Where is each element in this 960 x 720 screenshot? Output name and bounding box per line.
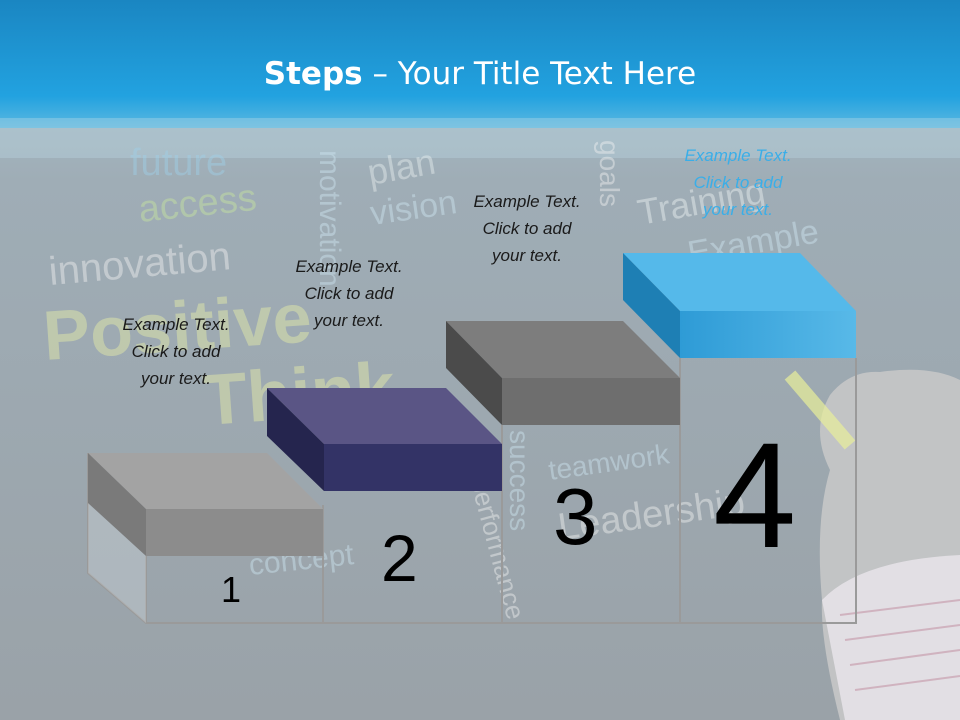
step-3-caption-line1: Example Text. [473, 192, 581, 211]
step-2-caption-line1: Example Text. [295, 257, 403, 276]
bg-word-success: success [504, 430, 535, 531]
step-4-caption[interactable]: Example Text. Click to add your text. [653, 142, 823, 223]
bg-word-motivation: motivation [313, 150, 346, 287]
step-4-number: 4 [713, 411, 797, 579]
step-4-block[interactable] [623, 253, 856, 358]
step-2-block[interactable] [267, 388, 502, 491]
title-rest: – Your Title Text Here [362, 56, 697, 92]
bg-word-goals: goals [594, 140, 625, 207]
step-1-caption[interactable]: Example Text. Click to add your text. [91, 311, 261, 392]
bg-word-future: future [130, 142, 227, 184]
bg-word-positive: Positive [41, 278, 314, 375]
step-1-number: 1 [221, 569, 242, 610]
step-1-caption-line1: Example Text. [122, 315, 230, 334]
step-3-caption-line2: Click to add [482, 219, 572, 238]
step-2-caption-line3: your text. [314, 311, 384, 330]
step-1-caption-line2: Click to add [131, 342, 221, 361]
step-1-caption-line3: your text. [141, 369, 211, 388]
step-4-caption-line3: your text. [703, 200, 773, 219]
step-2-number: 2 [381, 521, 418, 595]
title-bold: Steps [263, 56, 363, 92]
step-3-number: 3 [553, 472, 598, 561]
step-4-caption-line1: Example Text. [684, 146, 792, 165]
step-2-caption-line2: Click to add [304, 284, 394, 303]
step-3-block[interactable] [446, 321, 680, 425]
step-3-caption-line3: your text. [492, 246, 562, 265]
step-4-caption-line2: Click to add [693, 173, 783, 192]
step-2-caption[interactable]: Example Text. Click to add your text. [264, 253, 434, 334]
slide-title[interactable]: Steps – Your Title Text Here [0, 56, 960, 92]
step-1-block[interactable] [88, 453, 323, 556]
step-3-caption[interactable]: Example Text. Click to add your text. [442, 188, 612, 269]
